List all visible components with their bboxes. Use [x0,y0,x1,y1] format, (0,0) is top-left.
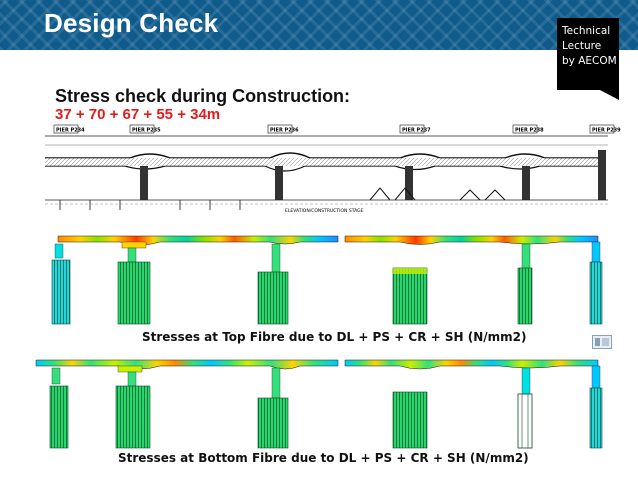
presenter-badge: Technical Lecture by AECOM [557,18,619,90]
pier-label-6: PIER P239 [592,128,621,134]
slide-title: Design Check [44,8,219,38]
top-fibre-caption: Stresses at Top Fibre due to DL + PS + C… [142,330,527,344]
badge-line-1: Technical [562,25,611,37]
drawing-label: ELEVATION/CONSTRUCTION STAGE [285,208,364,214]
pier-label-1: PIER P234 [56,128,85,134]
pier-label-3: PIER P236 [270,128,299,134]
pier-label-2: PIER P235 [132,128,161,134]
bottom-fibre-stress-plot [35,359,603,449]
span-arrangement: 37 + 70 + 67 + 55 + 34m [55,106,221,123]
bottom-fibre-caption: Stresses at Bottom Fibre due to DL + PS … [118,451,529,465]
top-fibre-stress-plot [51,235,603,325]
pier-label-5: PIER P238 [515,128,544,134]
badge-line-2: Lecture [562,40,602,52]
badge-fold [600,90,619,100]
section-heading: Stress check during Construction: [55,86,351,106]
elevation-view: PIER P234 PIER P235 PIER P236 PIER P237 … [45,124,621,214]
badge-line-3: by AECOM [562,55,617,67]
image-placeholder-icon [592,335,612,349]
pier-label-4: PIER P237 [402,128,431,134]
title-banner: Design Check [0,0,638,50]
